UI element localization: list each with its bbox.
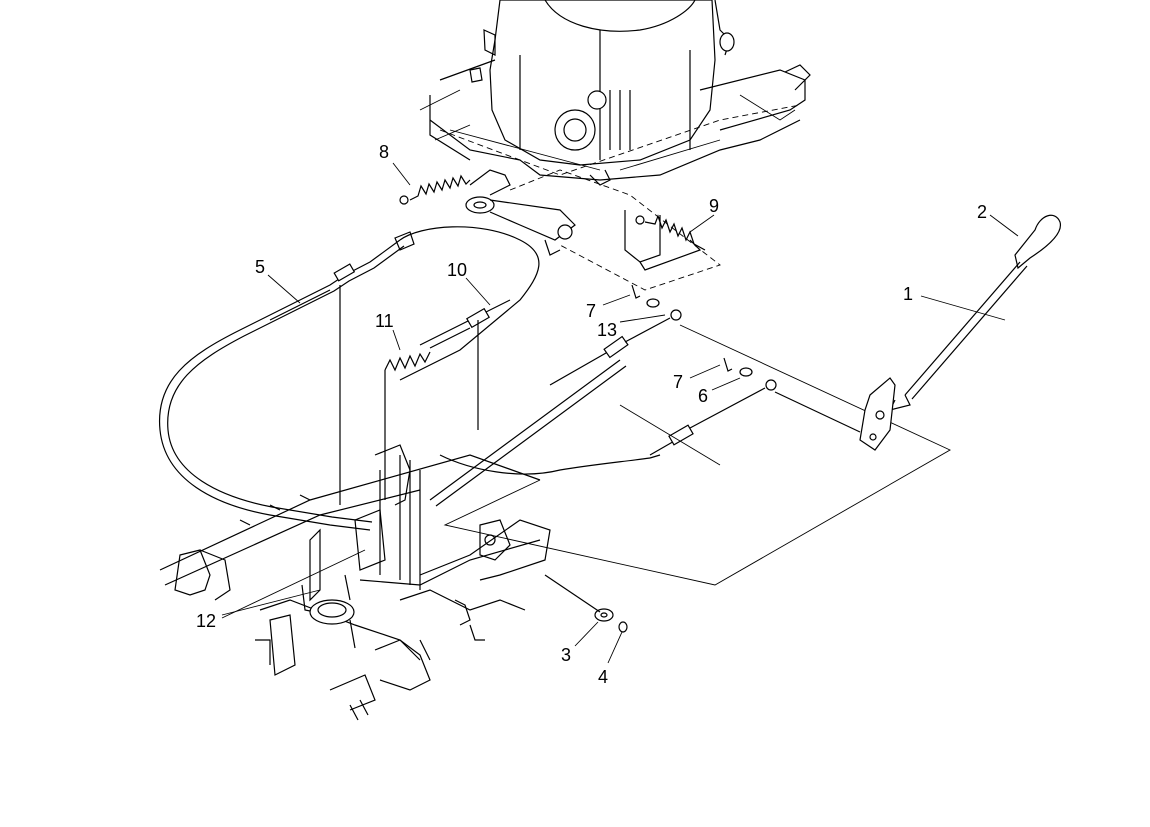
shift-lever	[774, 214, 1061, 451]
callout-5: 5	[255, 257, 265, 277]
callout-13: 13	[597, 320, 617, 340]
callout-8: 8	[379, 142, 389, 162]
callout-1: 1	[903, 284, 913, 304]
callout-2: 2	[977, 202, 987, 222]
cable-10-spring-11	[339, 285, 511, 505]
brake-linkage	[465, 169, 576, 256]
callout-7a: 7	[586, 301, 596, 321]
callout-10: 10	[447, 260, 467, 280]
shift-cables	[399, 226, 777, 507]
callout-labels: 1 2 3 4 5 6 7 7 8 9 10 11 12 13	[196, 142, 987, 687]
engine-assembly	[419, 0, 811, 291]
spring-9	[635, 214, 706, 251]
callout-9: 9	[709, 196, 719, 216]
callout-4: 4	[598, 667, 608, 687]
callout-12: 12	[196, 611, 216, 631]
cable-5	[158, 231, 415, 531]
dashed-plate-outline	[443, 324, 951, 586]
callout-3: 3	[561, 645, 571, 665]
callout-6: 6	[698, 386, 708, 406]
lower-frame	[159, 444, 551, 721]
spring-8	[399, 174, 471, 205]
callout-7b: 7	[673, 372, 683, 392]
callout-11: 11	[375, 311, 394, 331]
hardware	[544, 284, 753, 633]
leader-lines	[221, 162, 1019, 664]
